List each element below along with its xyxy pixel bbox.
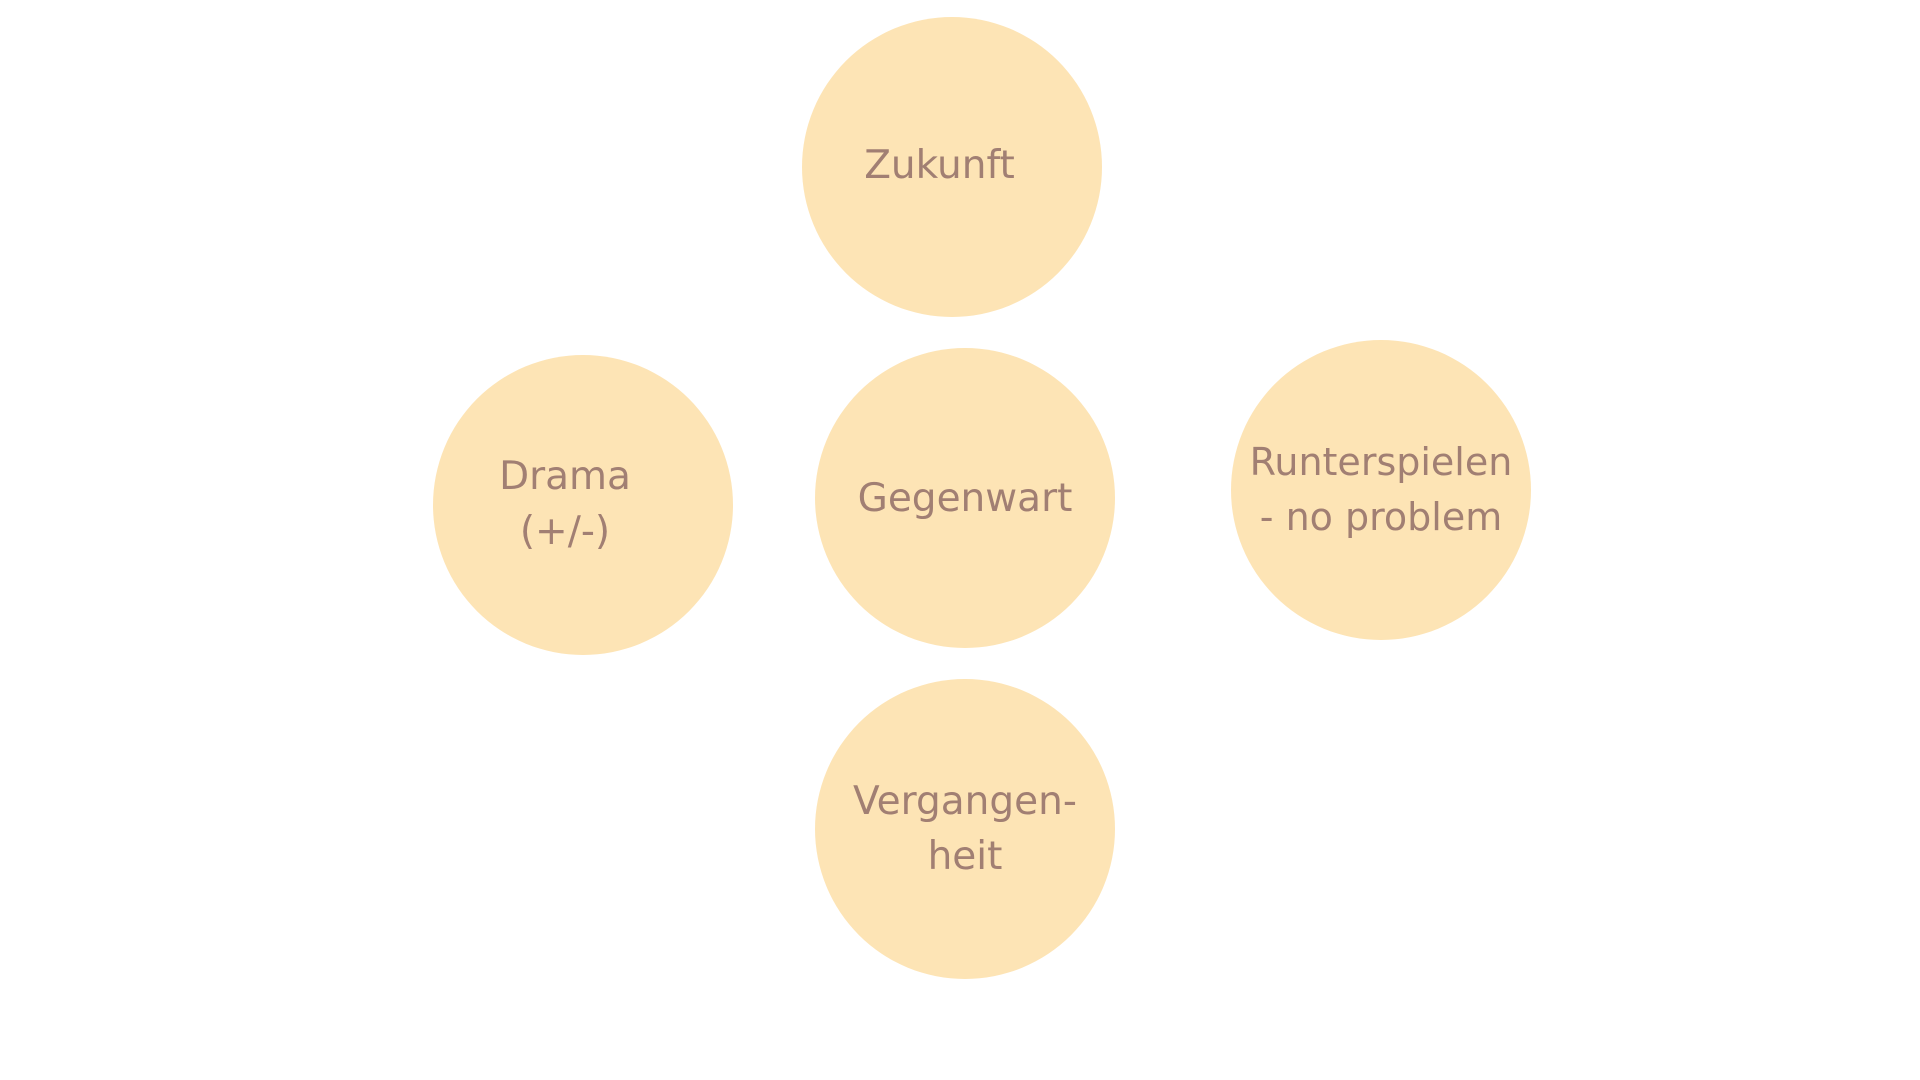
node-drama-label: Drama (+/-) [499, 453, 631, 554]
node-gegenwart: Gegenwart [815, 348, 1115, 648]
node-zukunft-label: Zukunft [864, 143, 1015, 188]
node-drama: Drama (+/-) [433, 355, 733, 655]
node-gegenwart-label: Gegenwart [857, 475, 1073, 521]
node-runterspielen: Runterspielen - no problem [1231, 340, 1531, 640]
node-vergangenheit-label: Vergangen- heit [853, 779, 1077, 879]
node-zukunft: Zukunft [802, 17, 1102, 317]
node-runterspielen-label: Runterspielen - no problem [1249, 440, 1513, 539]
node-vergangenheit: Vergangen- heit [815, 679, 1115, 979]
